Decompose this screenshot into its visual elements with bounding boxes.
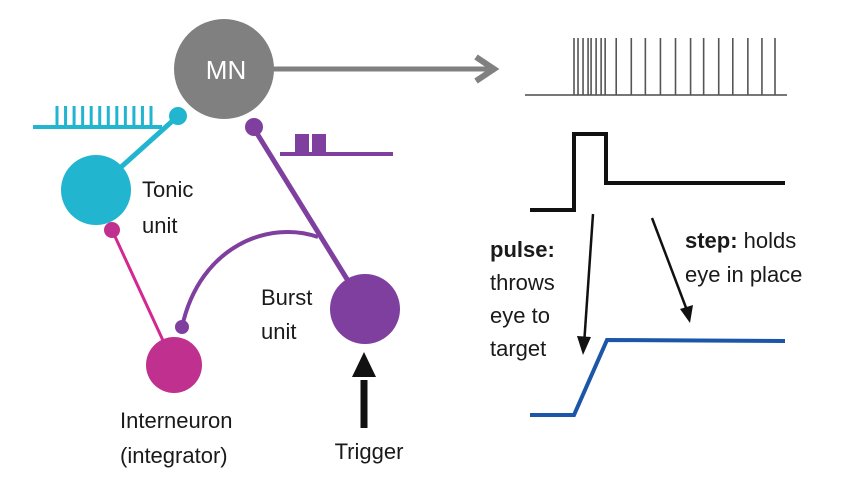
motor-neuron-label: MN: [206, 55, 246, 85]
motor-neuron-soma: [174, 19, 274, 119]
connections: [104, 54, 500, 348]
motor-neuron: MN: [174, 19, 274, 119]
step-annotation-arrow: [650, 217, 693, 323]
trigger-label: Trigger: [335, 439, 404, 464]
step-arrow-shaft: [650, 217, 690, 314]
tonic-unit-label-line2: unit: [142, 213, 177, 238]
burst-synapse-on-interneuron: [175, 320, 189, 334]
interneuron-label-line2: (integrator): [120, 443, 228, 468]
pulse-arrow-shaft: [582, 213, 595, 346]
burst-to-interneuron-axon: [180, 229, 319, 328]
mn-spike-train: [525, 38, 787, 96]
pulse-annotation-line3: target: [490, 336, 546, 361]
trigger-arrow-head: [352, 352, 376, 377]
pulse-annotation-line1: throws: [490, 270, 555, 295]
interneuron-to-tonic-axon: [110, 229, 168, 348]
tonic-unit-soma: [61, 155, 131, 225]
step-annotation-line1: step: holds: [685, 228, 796, 253]
pulse-annotation-title: pulse:: [490, 237, 555, 262]
burst-spike: [295, 134, 309, 154]
trigger: Trigger: [335, 352, 404, 464]
step-annotation-rest: holds: [738, 228, 797, 253]
burst-unit: Burst unit: [261, 274, 400, 344]
burst-spike: [312, 134, 326, 154]
tonic-unit-label-line1: Tonic: [142, 177, 193, 202]
pulse-annotation-arrow: [577, 213, 595, 355]
burst-to-mn-axon: [250, 125, 353, 286]
interneuron-synapse-on-tonic: [104, 222, 120, 238]
step-annotation-title: step:: [685, 228, 738, 253]
step-arrow-head: [680, 305, 693, 323]
step-annotation-line2: eye in place: [685, 262, 802, 287]
tonic-synapse-on-mn: [169, 107, 187, 125]
pulse-arrow-head: [577, 336, 591, 355]
tonic-firing-trace: [33, 106, 162, 129]
pulse-annotation: pulse: throws eye to target: [490, 237, 555, 361]
burst-unit-label-line1: Burst: [261, 285, 312, 310]
tonic-to-mn-axon: [118, 114, 180, 170]
pulse-step-trace: [530, 132, 785, 212]
burst-firing-trace: [280, 134, 393, 156]
mn-output-arrowhead: [474, 54, 500, 84]
interneuron-label-line1: Interneuron: [120, 408, 233, 433]
burst-unit-soma: [330, 274, 400, 344]
eye-position-trace: [530, 337, 786, 417]
burst-unit-label-line2: unit: [261, 319, 296, 344]
burst-synapse-on-mn: [245, 118, 263, 136]
pulse-annotation-line2: eye to: [490, 303, 550, 328]
step-annotation: step: holds eye in place: [685, 228, 802, 287]
tonic-unit: Tonic unit: [61, 155, 193, 238]
interneuron-soma: [146, 337, 202, 393]
interneuron: Interneuron (integrator): [120, 337, 233, 468]
